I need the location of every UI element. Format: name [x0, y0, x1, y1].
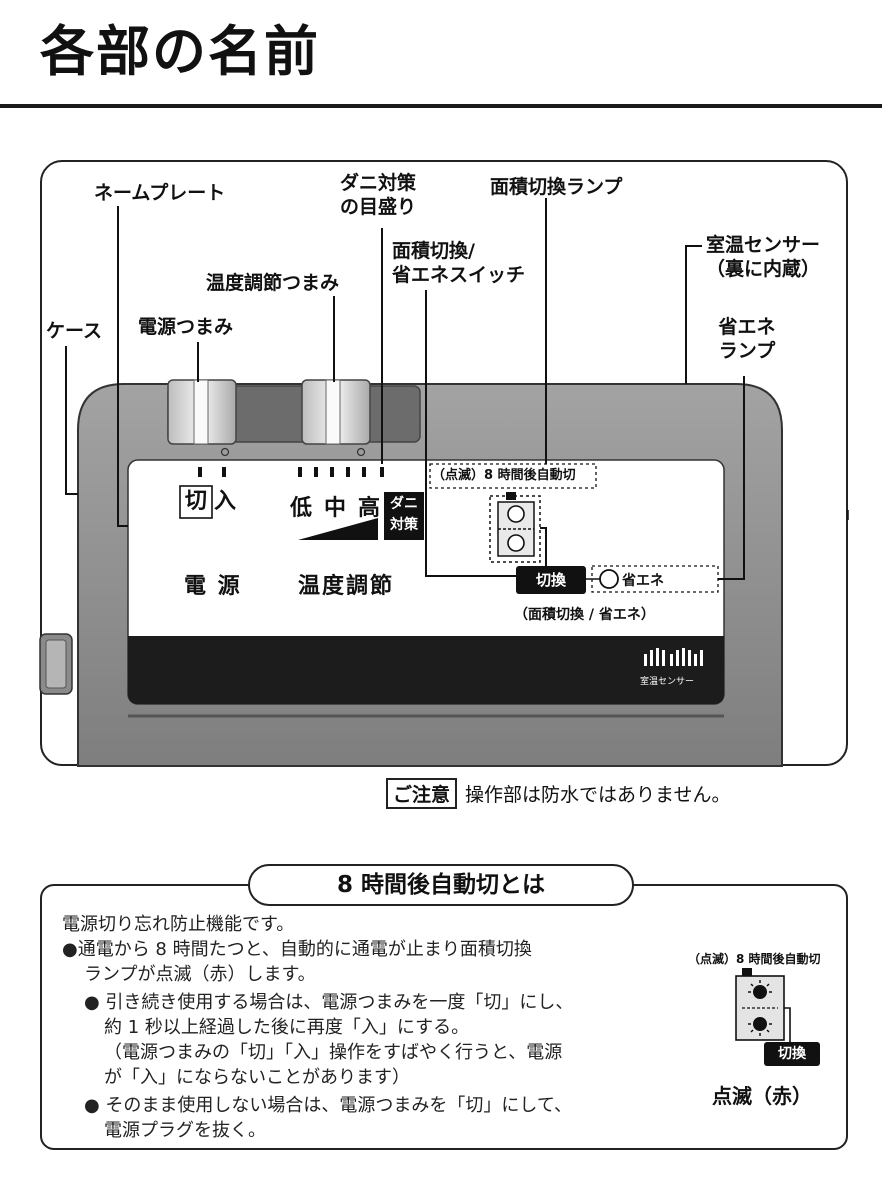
area-lamp-bottom	[507, 534, 525, 552]
temp-low-text: 低	[290, 496, 313, 521]
label-area-lamp: 面積切換ランプ	[490, 176, 623, 198]
info-line-6: （電源つまみの「切」「入」操作をすばやく行うと、電源	[104, 1042, 563, 1063]
power-ticks	[198, 467, 226, 477]
info-line-1: 電源切り忘れ防止機能です。	[62, 914, 295, 935]
eco-lamp	[599, 569, 619, 589]
dani-text: ダニ対策	[390, 496, 418, 533]
switch-caption: （面積切換 / 省エネ）	[514, 607, 655, 623]
info-line-3: ランプが点滅（赤）します。	[84, 964, 316, 985]
caution-text: 操作部は防水ではありません。	[465, 784, 731, 806]
area-lamp-top	[507, 505, 525, 523]
leader-lines	[65, 198, 745, 580]
eco-text: 省エネ	[622, 573, 664, 589]
info-title: 8 時間後自動切とは	[248, 864, 634, 906]
sensor-icon	[644, 648, 703, 666]
caution-tag: ご注意	[386, 778, 458, 809]
info-line-7: が「入」にならないことがあります）	[104, 1067, 410, 1088]
power-off-box	[179, 485, 213, 519]
figure-label: 点滅（赤）	[712, 1084, 812, 1108]
power-label: 電 源	[184, 574, 242, 599]
info-line-2: ●通電から 8 時間たつと、自動的に通電が止まり面積切換	[62, 939, 532, 960]
temperature-knob[interactable]	[301, 379, 371, 445]
auto-off-dotted-box	[429, 463, 597, 489]
label-power-knob: 電源つまみ	[138, 316, 234, 338]
switch-button-label[interactable]: 切換	[535, 571, 566, 589]
power-off-text: 切	[184, 489, 207, 514]
temp-wedge	[298, 518, 378, 540]
temp-high-text: 高	[358, 496, 381, 521]
label-case: ケース	[46, 320, 103, 342]
power-on-text: 入	[214, 489, 237, 514]
caution-note: ご注意操作部は防水ではありません。	[386, 778, 730, 809]
info-figure-lamp	[735, 968, 820, 1066]
temp-label: 温度調節	[298, 574, 395, 599]
sensor-caption: 室温センサー	[640, 677, 695, 687]
power-knob[interactable]	[167, 379, 237, 445]
switch-button	[516, 566, 586, 594]
dani-box	[384, 492, 424, 540]
info-line-9: 電源プラグを抜く。	[104, 1120, 266, 1141]
info-line-5: 約 1 秒以上経過した後に再度「入」にする。	[104, 1017, 470, 1038]
figure-button-label: 切換	[778, 1046, 806, 1062]
info-line-4: ● 引き続き使用する場合は、電源つまみを一度「切」にし、	[84, 992, 574, 1013]
auto-off-text: （点滅）8 時間後自動切	[432, 468, 576, 483]
page-title: 各部の名前	[40, 20, 320, 83]
temp-mid-text: 中	[324, 496, 347, 521]
label-area-switch: 面積切換/省エネスイッチ	[392, 240, 526, 286]
label-room-sensor: 室温センサー（裏に内蔵）	[706, 234, 821, 280]
label-dani-scale: ダニ対策の目盛り	[339, 172, 416, 218]
temp-indicator-dot	[356, 447, 366, 457]
nameplate-band	[128, 636, 724, 704]
label-nameplate: ネームプレート	[94, 182, 226, 204]
side-connector	[39, 633, 73, 695]
info-line-8: ● そのまま使用しない場合は、電源つまみを「切」にして、	[84, 1095, 572, 1116]
figure-caption: （点滅）8 時間後自動切	[688, 952, 821, 966]
title-divider	[0, 104, 882, 108]
power-indicator-dot	[220, 447, 230, 457]
temp-ticks	[298, 467, 384, 477]
label-eco-lamp: 省エネランプ	[718, 316, 776, 362]
label-temp-knob: 温度調節つまみ	[206, 272, 340, 294]
